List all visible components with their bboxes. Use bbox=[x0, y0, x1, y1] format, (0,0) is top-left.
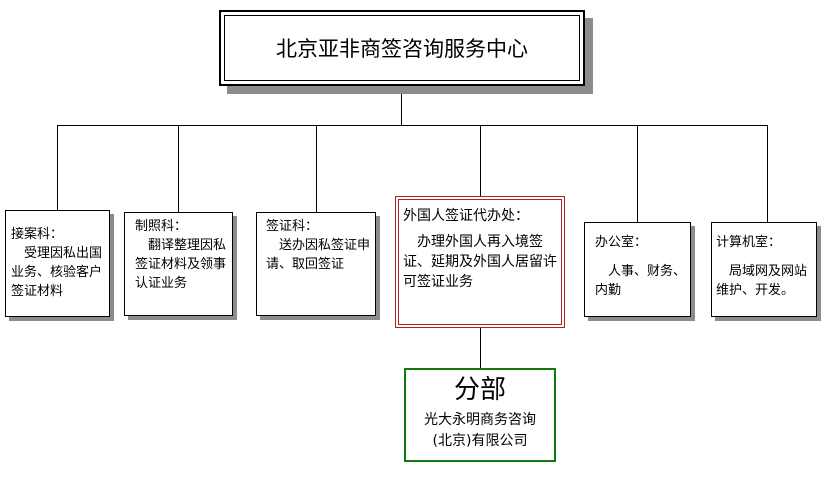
dept-desc: 局域网及网站维护、开发。 bbox=[716, 264, 808, 298]
connector-drop-3 bbox=[316, 125, 317, 213]
connector-drop-4 bbox=[480, 125, 481, 197]
dept-desc: 送办因私签证申请、取回签证 bbox=[266, 238, 371, 272]
branch-node: 分部 光大永明商务咨询 (北京)有限公司 bbox=[404, 368, 556, 462]
branch-heading: 分部 bbox=[453, 375, 506, 405]
dept-name: 接案科： bbox=[11, 227, 64, 242]
connector-horizontal bbox=[57, 125, 768, 126]
connector-drop-2 bbox=[178, 125, 179, 213]
connector-drop-6 bbox=[767, 125, 768, 223]
connector-branch bbox=[480, 328, 481, 369]
dept-node-computer: 计算机室： 局域网及网站维护、开发。 bbox=[711, 222, 817, 317]
dept-node-foreigner-visa: 外国人签证代办处： 办理外国人再入境签证、延期及外国人居留许可签证业务 bbox=[395, 196, 565, 328]
branch-name-line2: (北京)有限公司 bbox=[432, 433, 528, 449]
dept-desc: 人事、财务、内勤 bbox=[595, 264, 687, 298]
dept-desc: 办理外国人再入境签证、延期及外国人居留许可签证业务 bbox=[403, 234, 557, 290]
dept-desc: 翻译整理因私签证材料及领事认证业务 bbox=[135, 238, 227, 291]
connector-drop-5 bbox=[637, 125, 638, 223]
connector-trunk bbox=[401, 86, 402, 126]
dept-node-visa: 签证科： 送办因私签证申请、取回签证 bbox=[256, 212, 376, 316]
dept-name: 外国人签证代办处： bbox=[403, 208, 529, 224]
branch-name-line1: 光大永明商务咨询 bbox=[424, 412, 536, 428]
root-node: 北京亚非商签咨询服务中心 bbox=[219, 10, 585, 86]
connector-drop-1 bbox=[57, 125, 58, 211]
dept-node-document: 制照科： 翻译整理因私签证材料及领事认证业务 bbox=[124, 212, 233, 316]
dept-node-intake: 接案科： 受理因私出国业务、核验客户签证材料 bbox=[5, 210, 110, 317]
dept-node-office: 办公室： 人事、财务、内勤 bbox=[584, 222, 691, 317]
dept-name: 签证科： bbox=[266, 219, 319, 234]
dept-name: 办公室： bbox=[595, 235, 648, 250]
dept-desc: 受理因私出国业务、核验客户签证材料 bbox=[11, 246, 103, 299]
dept-name: 计算机室： bbox=[716, 235, 782, 250]
root-title: 北京亚非商签咨询服务中心 bbox=[224, 15, 580, 81]
dept-name: 制照科： bbox=[135, 219, 188, 234]
